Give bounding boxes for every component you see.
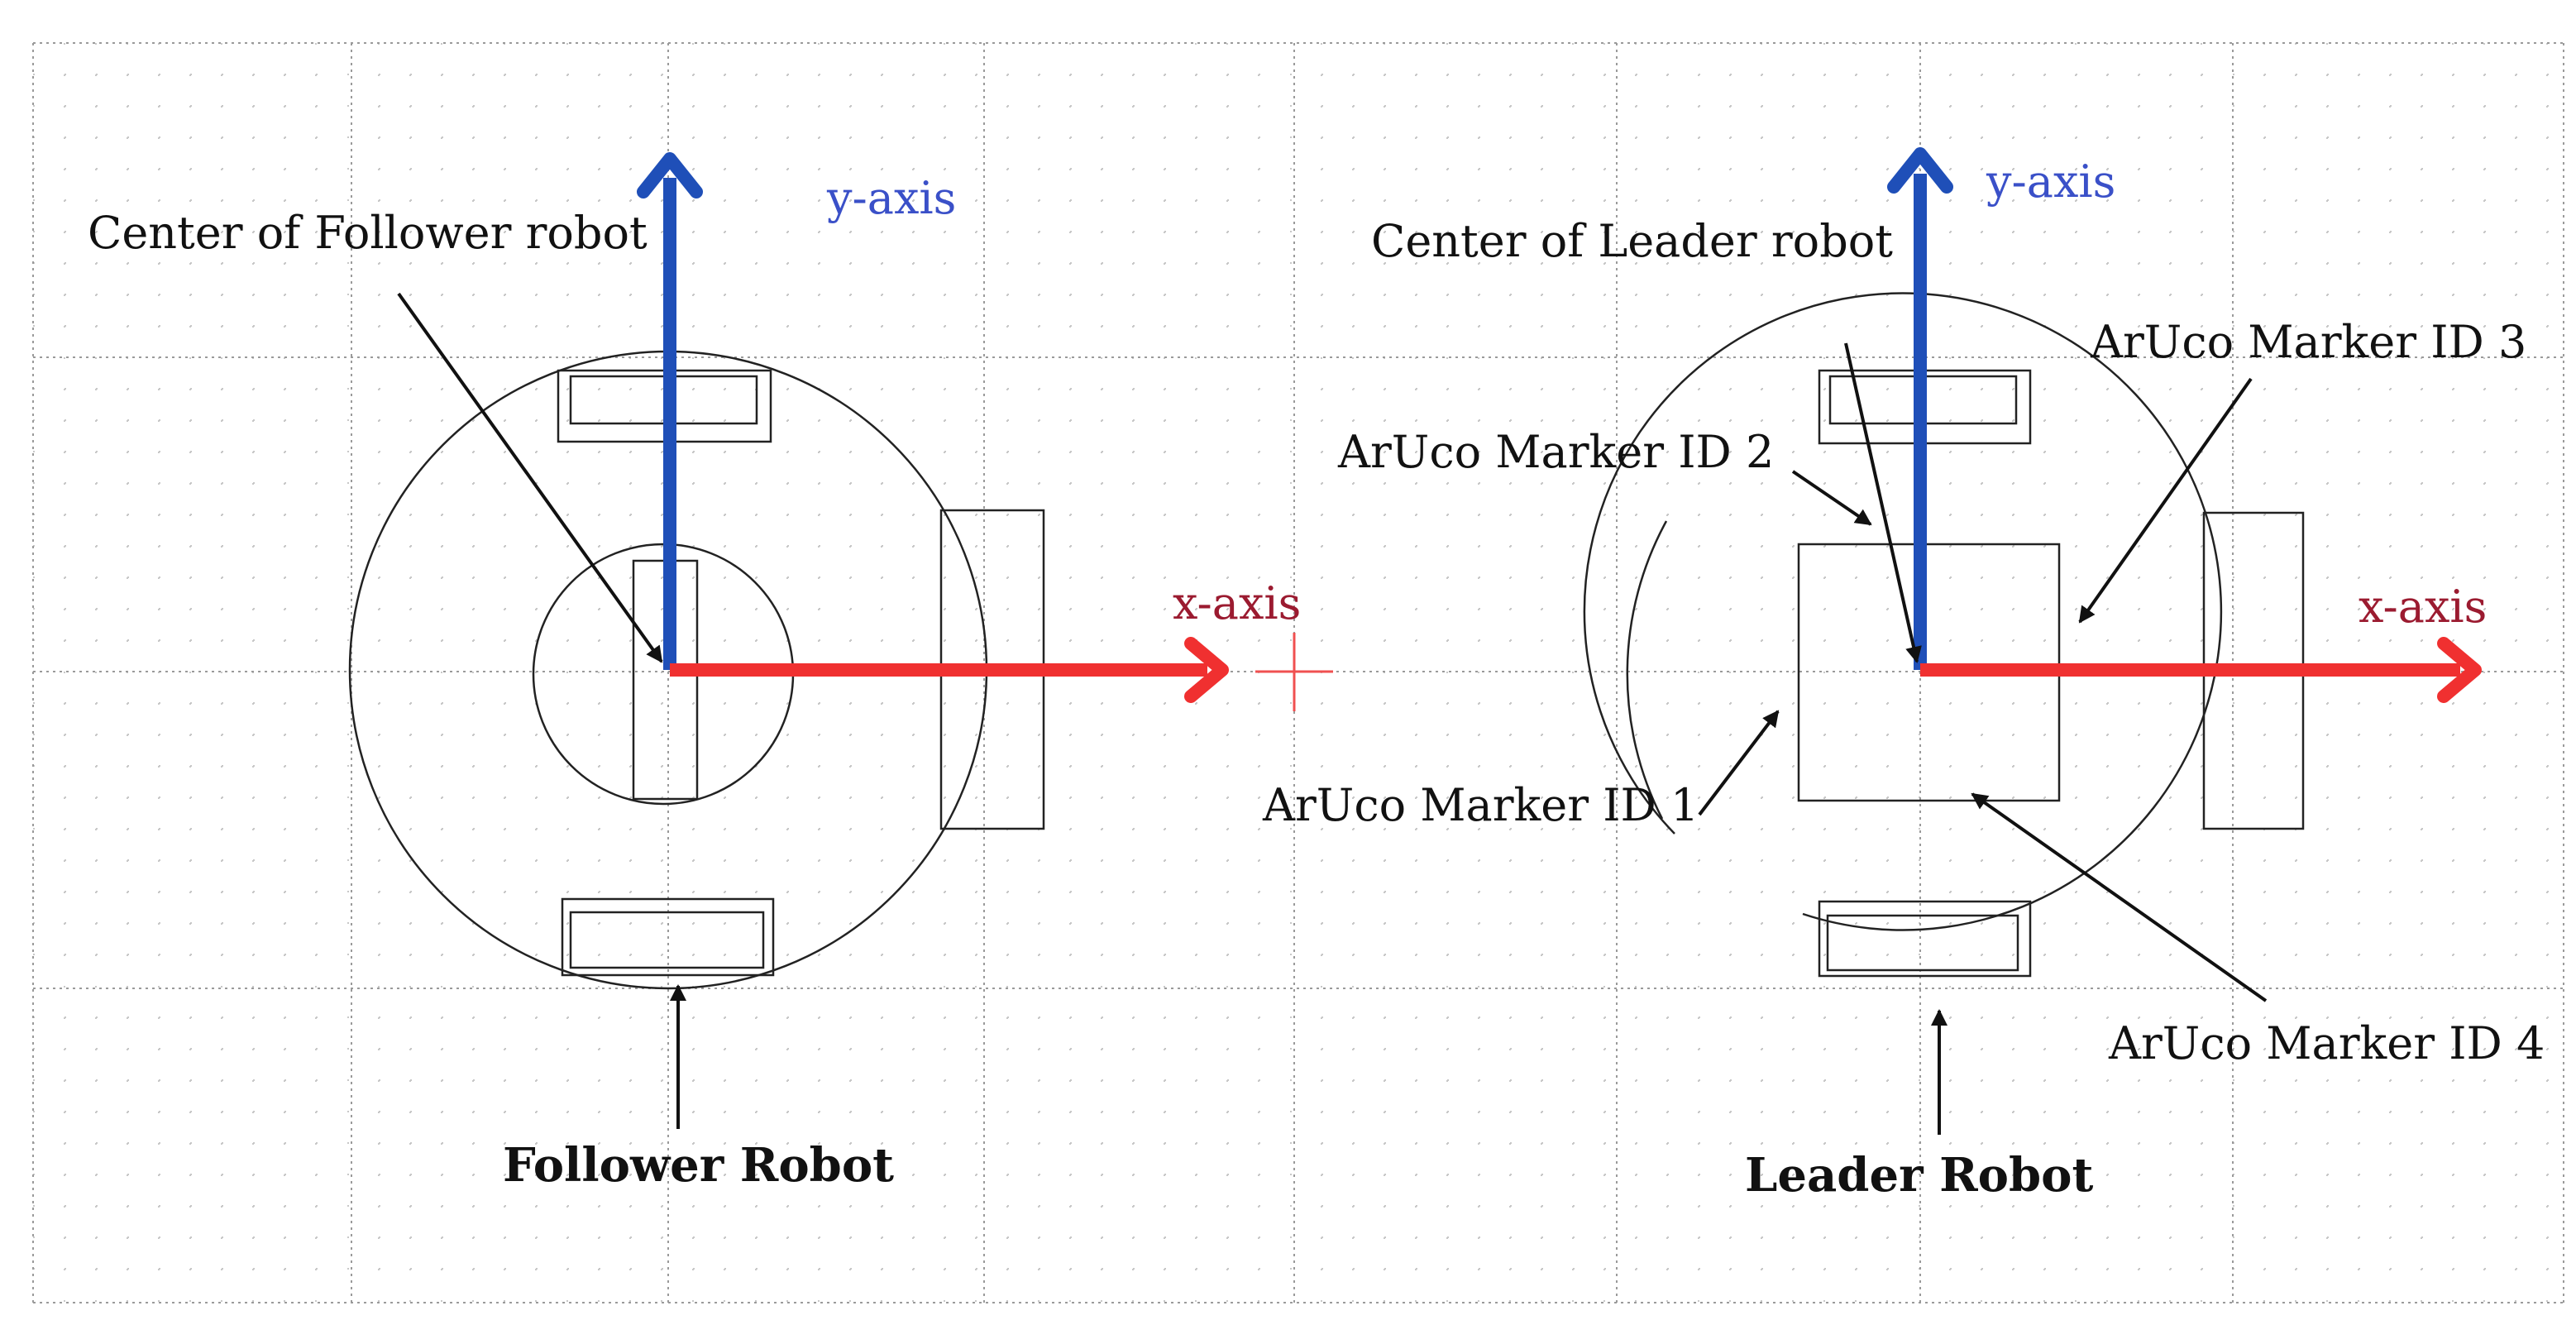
leader-center-label: Center of Leader robot — [1371, 215, 1893, 267]
leader-robot-label: Leader Robot — [1745, 1148, 2093, 1203]
marker-id3-pointer-arrow — [2078, 377, 2253, 624]
leader-center-pointer-arrow — [1844, 342, 1922, 663]
marker-id3-label: ArUco Marker ID 3 — [2090, 316, 2526, 368]
leader-x-axis-arrowhead — [2437, 637, 2482, 703]
origin-cross-mark — [1255, 633, 1333, 711]
leader-y-axis-arrowhead — [1887, 147, 1953, 194]
follower-y-axis-label: y-axis — [826, 172, 956, 224]
leader-robot-drawing — [1583, 292, 2305, 978]
follower-x-axis-arrowhead — [1184, 637, 1229, 703]
follower-robot-label: Follower Robot — [503, 1138, 894, 1193]
marker-id4-label: ArUco Marker ID 4 — [2108, 1017, 2545, 1069]
leader-bottom-wheel-outer — [1818, 900, 2032, 978]
leader-x-axis-label: x-axis — [2359, 581, 2487, 633]
marker-id1-pointer-arrow — [1698, 710, 1780, 816]
marker-id2-label: ArUco Marker ID 2 — [1337, 426, 1774, 478]
leader-body-circle-upper-left — [1626, 520, 1668, 820]
follower-x-axis-label: x-axis — [1173, 577, 1301, 629]
marker-id2-pointer-arrow — [1791, 470, 1872, 526]
follower-y-axis-arrowhead — [637, 152, 703, 198]
leader-body-circle — [1583, 292, 2223, 931]
leader-bottom-wheel-inner — [1826, 914, 2019, 972]
marker-id4-pointer-arrow — [1971, 792, 2268, 1002]
follower-center-pointer-arrow — [397, 292, 663, 663]
follower-bottom-wheel-inner — [569, 911, 765, 969]
follower-bottom-wheel-outer — [561, 897, 775, 977]
follower-center-label: Center of Follower robot — [88, 207, 648, 259]
marker-id1-label: ArUco Marker ID 1 — [1262, 779, 1699, 831]
leader-y-axis-label: y-axis — [1986, 155, 2115, 208]
